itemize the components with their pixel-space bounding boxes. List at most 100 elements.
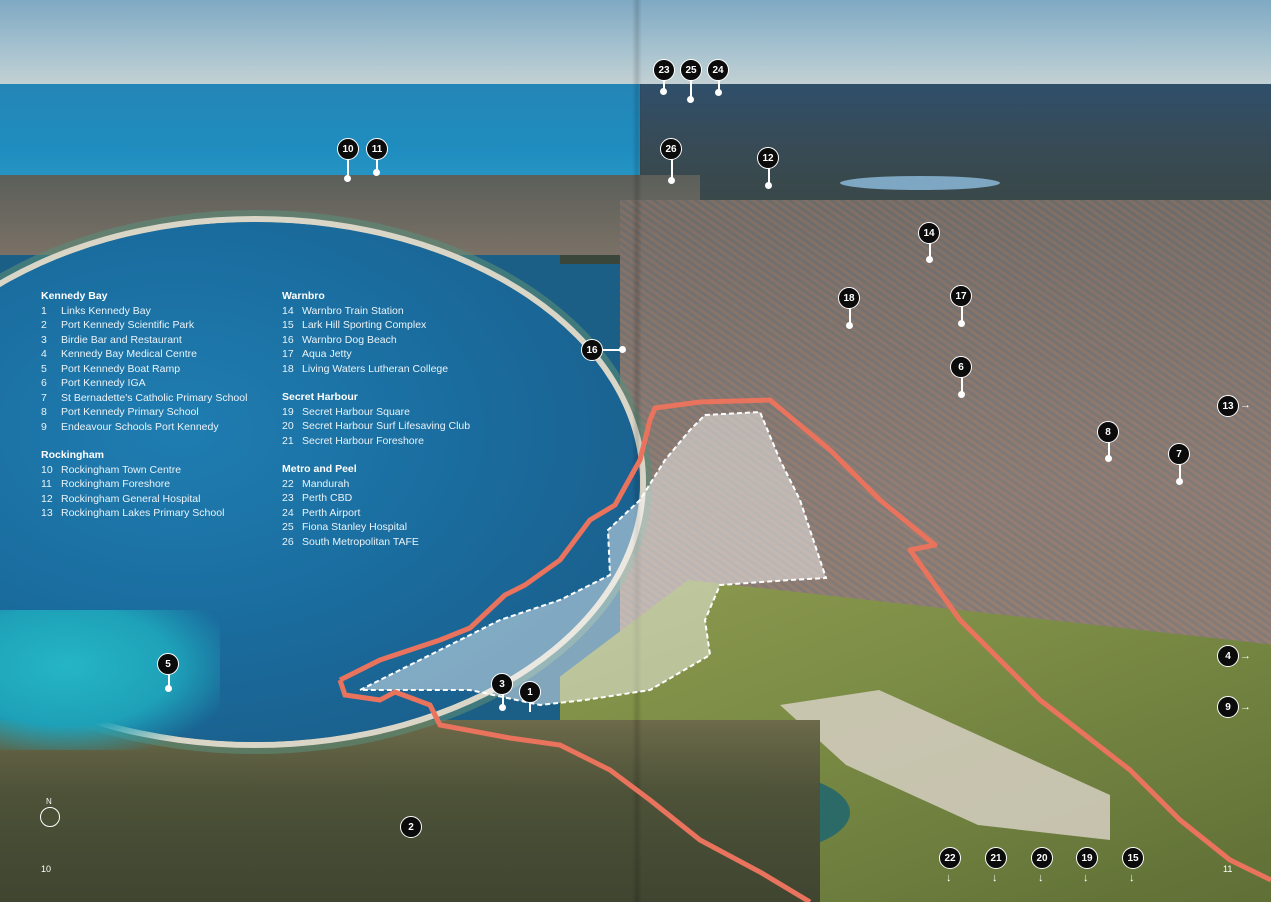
legend-num: 21	[282, 434, 294, 447]
pin-dot	[668, 177, 675, 184]
marker-16[interactable]: 16	[581, 339, 603, 361]
marker-25[interactable]: 25	[680, 59, 702, 81]
legend-item: 11 Rockingham Foreshore	[41, 477, 247, 492]
legend-label: South Metropolitan TAFE	[302, 535, 419, 548]
legend-label: Mandurah	[302, 477, 350, 490]
legend-label: Warnbro Dog Beach	[302, 333, 397, 346]
legend-item: 7 St Bernadette's Catholic Primary School	[41, 391, 247, 406]
marker-23[interactable]: 23	[653, 59, 675, 81]
legend-num: 2	[41, 319, 47, 331]
arrow-right-icon: →	[1240, 399, 1251, 411]
legend-num: 7	[41, 391, 47, 404]
legend-label: Secret Harbour Foreshore	[302, 434, 424, 447]
pin-line	[602, 349, 622, 351]
legend-num: 22	[282, 477, 294, 490]
pin-line	[718, 80, 720, 90]
marker-20[interactable]: 20	[1031, 847, 1053, 869]
pin-line	[690, 80, 692, 98]
pin-line	[663, 80, 665, 90]
marker-3[interactable]: 3	[491, 673, 513, 695]
page-number-right: 11	[1223, 864, 1233, 874]
marker-24[interactable]: 24	[707, 59, 729, 81]
marker-17[interactable]: 17	[950, 285, 972, 307]
marker-14[interactable]: 14	[918, 222, 940, 244]
legend-num: 24	[282, 506, 294, 519]
legend-num: 23	[282, 492, 294, 504]
legend-label: Port Kennedy Primary School	[61, 406, 199, 418]
legend-group-title: Rockingham	[41, 449, 105, 461]
pin-dot	[926, 256, 933, 263]
legend-label: Port Kennedy Boat Ramp	[61, 362, 181, 375]
marker-8[interactable]: 8	[1097, 421, 1119, 443]
marker-12[interactable]: 12	[757, 147, 779, 169]
marker-26[interactable]: 26	[660, 138, 682, 160]
pin-dot	[619, 346, 626, 353]
legend-num: 20	[282, 420, 294, 432]
sky	[0, 0, 1271, 90]
marker-5[interactable]: 5	[157, 653, 179, 675]
marker-2[interactable]: 2	[400, 816, 422, 838]
legend-label: Secret Harbour Square	[302, 405, 410, 418]
pin-line	[1179, 464, 1181, 480]
marker-13[interactable]: 13	[1217, 395, 1239, 417]
legend-label: Aqua Jetty	[302, 348, 352, 360]
legend-label: Links Kennedy Bay	[61, 304, 151, 317]
development-area	[359, 410, 828, 707]
legend-num: 17	[282, 348, 294, 360]
legend-label: Rockingham Foreshore	[61, 478, 171, 490]
site-boundary-north	[338, 397, 1271, 883]
marker-19[interactable]: 19	[1076, 847, 1098, 869]
marker-10[interactable]: 10	[337, 138, 359, 160]
legend-label: Rockingham Town Centre	[61, 463, 182, 476]
marker-7[interactable]: 7	[1168, 443, 1190, 465]
marker-22[interactable]: 22	[939, 847, 961, 869]
pin-line	[768, 168, 770, 184]
legend-item: 22 Mandurah	[282, 477, 470, 492]
legend-item: 17 Aqua Jetty	[282, 347, 470, 362]
coastal-dunes	[0, 720, 820, 902]
legend-num: 3	[41, 333, 47, 346]
legend-item: 6 Port Kennedy IGA	[41, 376, 247, 391]
pin-line	[1108, 442, 1110, 457]
legend-label: St Bernadette's Catholic Primary School	[61, 391, 248, 404]
pin-line	[961, 377, 963, 393]
marker-1[interactable]: 1	[519, 681, 541, 703]
pin-dot	[373, 169, 380, 176]
pin-line	[961, 306, 963, 322]
marker-6[interactable]: 6	[950, 356, 972, 378]
legend-num: 25	[282, 521, 294, 533]
marker-4[interactable]: 4	[1217, 645, 1239, 667]
marker-9[interactable]: 9	[1217, 696, 1239, 718]
pin-line	[529, 702, 531, 712]
legend-label: Port Kennedy IGA	[61, 377, 146, 389]
legend-num: 6	[41, 377, 47, 389]
marker-21[interactable]: 21	[985, 847, 1007, 869]
legend-num: 1	[41, 304, 47, 317]
marker-15[interactable]: 15	[1122, 847, 1144, 869]
pin-dot	[958, 391, 965, 398]
pin-dot	[958, 320, 965, 327]
marker-11[interactable]: 11	[366, 138, 388, 160]
legend-group-title: Metro and Peel	[282, 463, 357, 475]
pin-dot	[715, 89, 722, 96]
legend-label: Rockingham General Hospital	[61, 492, 201, 505]
pin-dot	[344, 175, 351, 182]
marker-18[interactable]: 18	[838, 287, 860, 309]
legend-group-title: Secret Harbour	[282, 391, 358, 403]
legend-num: 11	[41, 478, 52, 490]
